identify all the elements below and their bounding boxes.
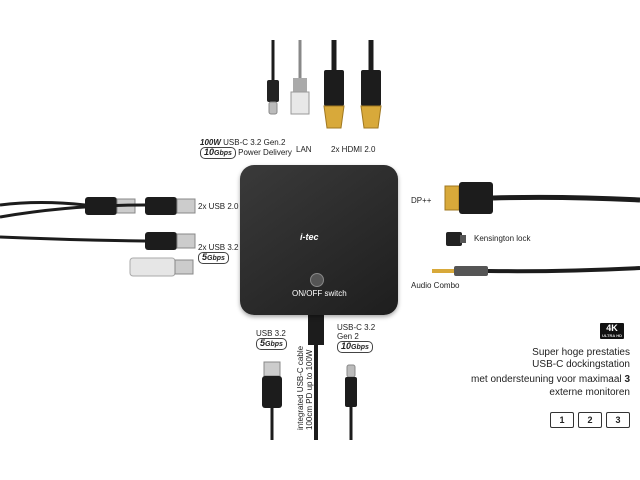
usb32-bottom-label: USB 3.2 5Gbps — [256, 329, 287, 351]
promo-line-4: externe monitoren — [549, 387, 630, 398]
promo-line-2: USB-C dockingstation — [532, 359, 630, 370]
hdmi-label: 2x HDMI 2.0 — [331, 145, 376, 154]
usbc-power-value: 100W — [200, 138, 221, 147]
usb-a-plug-icon — [0, 197, 196, 219]
audio-label: Audio Combo — [411, 281, 460, 290]
power-icon[interactable] — [310, 273, 324, 287]
kensington-label: Kensington lock — [474, 234, 531, 243]
usb-a-plug-icon — [129, 257, 194, 277]
brand-logo: i-tec — [300, 232, 319, 242]
cable-label: integrated USB-C cable 100cm PD up to 10… — [296, 345, 315, 430]
lock-icon — [446, 232, 466, 246]
usbc-top-speed-badge: 10Gbps — [200, 147, 236, 160]
usb-a-plug-icon — [0, 232, 196, 250]
promo-line-3: met ondersteuning voor maximaal 3 — [471, 374, 630, 385]
usbc-bottom-label: USB-C 3.2 Gen 2 10Gbps — [337, 323, 376, 354]
rj45-plug-icon — [290, 40, 310, 115]
usbc-top-pd: Power Delivery — [238, 148, 292, 158]
dp-label: DP++ — [411, 196, 432, 205]
monitor-icon: 3 — [606, 412, 630, 428]
usb32-bottom-speed-badge: 5Gbps — [256, 338, 287, 351]
hdmi-plug-icon — [360, 40, 382, 129]
promo-line-1: Super hoge prestaties — [532, 347, 630, 358]
usbc-top-label: 100W USB-C 3.2 Gen.2 10Gbps Power Delive… — [200, 138, 292, 160]
lan-label: LAN — [296, 145, 312, 154]
usb20-label: 2x USB 2.0 — [198, 202, 239, 211]
usb-c-plug-icon — [267, 40, 279, 115]
usb32-left-speed-badge: 5Gbps — [198, 252, 229, 265]
hdmi-plug-icon — [323, 40, 345, 129]
usb-c-plug-icon — [345, 364, 357, 440]
monitor-icon: 1 — [550, 412, 574, 428]
audio-jack-icon — [432, 266, 640, 276]
docking-station — [240, 165, 398, 315]
usbc-bottom-speed-badge: 10Gbps — [337, 341, 373, 354]
power-switch-label: ON/OFF switch — [292, 289, 347, 298]
integrated-usb-c-cable-icon — [308, 315, 324, 440]
usb32-left-label: 2x USB 3.2 5Gbps — [198, 243, 239, 265]
monitor-icon: 2 — [578, 412, 602, 428]
usb-a-plug-icon — [262, 361, 282, 440]
usbc-top-title: USB-C 3.2 Gen.2 — [223, 138, 286, 147]
displayport-plug-icon — [444, 182, 640, 214]
